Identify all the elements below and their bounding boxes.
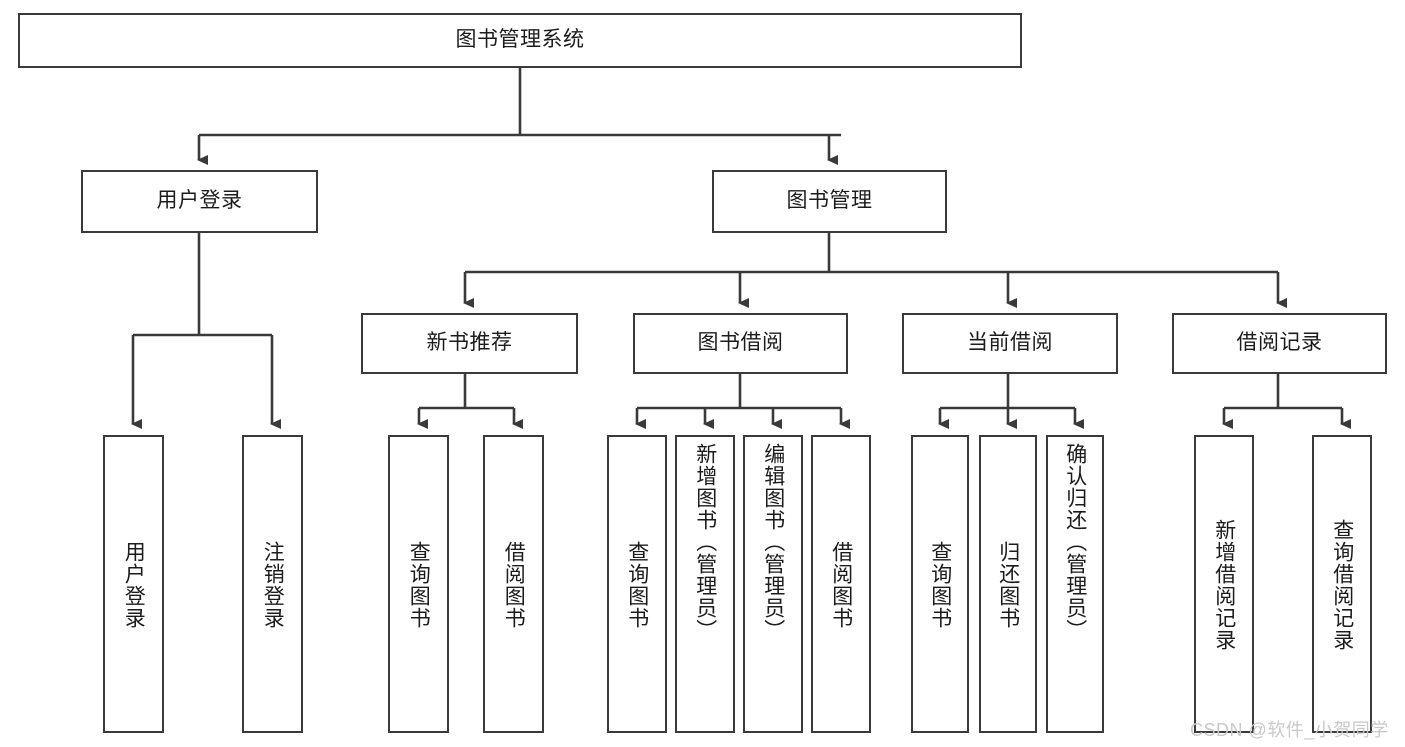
node-user-login[interactable]: 用户登录 [81,170,318,233]
node-new-book-recommend-label: 新书推荐 [426,331,513,355]
leaf-new-book-query-label: 查询图书 [407,541,431,629]
node-book-borrow-label: 图书借阅 [697,331,784,355]
leaf-current-borrow-query[interactable]: 查询图书 [911,435,969,733]
node-book-manage-label: 图书管理 [786,189,873,213]
node-root-system-label: 图书管理系统 [455,28,585,52]
node-current-borrow[interactable]: 当前借阅 [902,313,1118,374]
leaf-borrow-record-query-label: 查询借阅记录 [1330,519,1354,651]
leaf-new-book-query[interactable]: 查询图书 [388,435,449,733]
leaf-book-borrow-borrow-label: 借阅图书 [829,541,853,629]
leaf-borrow-record-add-label: 新增借阅记录 [1212,519,1236,651]
leaf-book-borrow-add-label: 新增图书（管理员） [693,443,717,641]
node-current-borrow-label: 当前借阅 [967,331,1053,355]
leaf-user-login-login-label: 用户登录 [122,541,146,629]
leaf-book-borrow-add[interactable]: 新增图书（管理员） [675,435,735,733]
leaf-current-borrow-query-label: 查询图书 [928,541,952,629]
leaf-book-borrow-query[interactable]: 查询图书 [607,435,667,733]
leaf-book-borrow-borrow[interactable]: 借阅图书 [811,435,871,733]
leaf-current-borrow-return-label: 归还图书 [996,541,1020,629]
leaf-book-borrow-edit[interactable]: 编辑图书（管理员） [743,435,803,733]
node-new-book-recommend[interactable]: 新书推荐 [361,313,578,374]
leaf-new-book-borrow[interactable]: 借阅图书 [483,435,544,733]
node-borrow-record-label: 借阅记录 [1236,331,1323,355]
node-root-system[interactable]: 图书管理系统 [18,13,1022,68]
leaf-new-book-borrow-label: 借阅图书 [502,541,526,629]
leaf-current-borrow-return[interactable]: 归还图书 [979,435,1037,733]
leaf-user-login-login[interactable]: 用户登录 [103,435,164,733]
leaf-current-borrow-confirm-label: 确认归还（管理员） [1063,443,1087,641]
leaf-user-login-logout-label: 注销登录 [261,541,285,629]
leaf-book-borrow-edit-label: 编辑图书（管理员） [761,443,785,641]
leaf-borrow-record-add[interactable]: 新增借阅记录 [1194,435,1254,733]
node-user-login-label: 用户登录 [156,189,243,213]
node-book-manage[interactable]: 图书管理 [712,170,947,233]
leaf-book-borrow-query-label: 查询图书 [625,541,649,629]
node-book-borrow[interactable]: 图书借阅 [633,313,848,374]
leaf-current-borrow-confirm[interactable]: 确认归还（管理员） [1046,435,1104,733]
leaf-user-login-logout[interactable]: 注销登录 [242,435,303,733]
leaf-borrow-record-query[interactable]: 查询借阅记录 [1312,435,1372,733]
node-borrow-record[interactable]: 借阅记录 [1172,313,1387,374]
